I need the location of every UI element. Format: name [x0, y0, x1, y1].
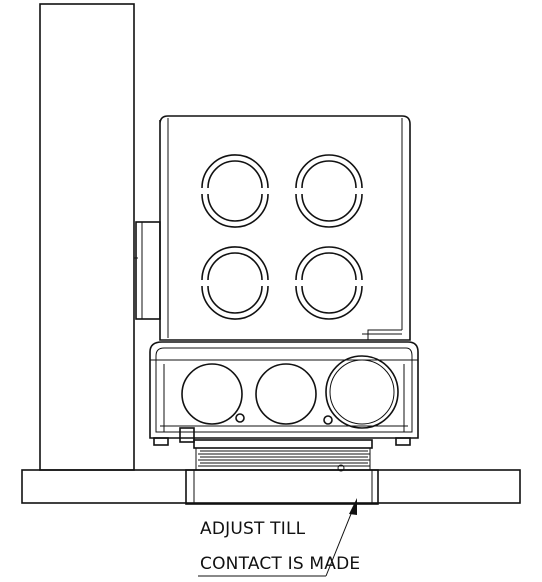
- conduit-port-right: [325, 355, 399, 429]
- screw-holes: [235, 413, 333, 425]
- lower-housing: [149, 341, 419, 439]
- threaded-collar: [193, 439, 373, 472]
- knockout-top-left: [201, 154, 269, 228]
- base-plate: [21, 469, 521, 504]
- conduit-port-left: [181, 363, 243, 425]
- adjustment-nut: [185, 469, 379, 505]
- vertical-post: [39, 3, 135, 471]
- upper-enclosure: [159, 115, 411, 341]
- knockout-bottom-right: [295, 246, 363, 320]
- knockout-bottom-left: [201, 246, 269, 320]
- callout-text-line-1: ADJUST TILL: [200, 519, 306, 539]
- housing-feet: [153, 427, 411, 446]
- conduit-port-center: [255, 363, 317, 425]
- mounting-bracket: [134, 221, 161, 320]
- callout-text-line-2: CONTACT IS MADE: [200, 554, 361, 574]
- knockout-top-right: [295, 154, 363, 228]
